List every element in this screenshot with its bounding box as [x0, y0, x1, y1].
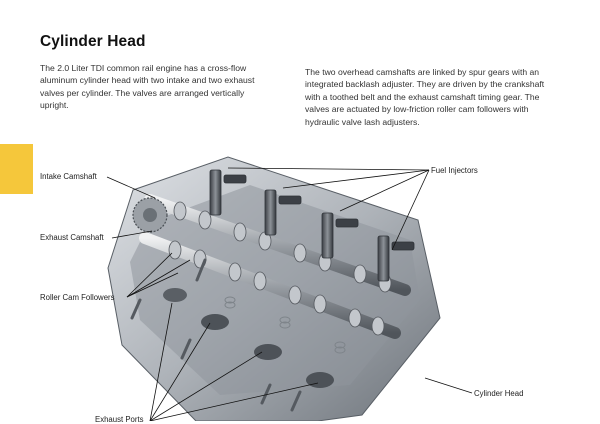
- fuel-injectors-shapes: [209, 169, 415, 282]
- intro-paragraph: The 2.0 Liter TDI common rail engine has…: [40, 63, 255, 111]
- label-fuel-injectors: Fuel Injectors: [431, 166, 478, 175]
- camshaft-paragraph: The two overhead camshafts are linked by…: [305, 67, 545, 127]
- label-intake-camshaft: Intake Camshaft: [40, 172, 97, 181]
- section-tab-marker: [0, 144, 33, 194]
- page-title: Cylinder Head: [40, 33, 146, 50]
- label-exhaust-ports: Exhaust Ports: [95, 415, 144, 424]
- label-roller-cam-followers: Roller Cam Followers: [40, 293, 115, 302]
- label-exhaust-camshaft: Exhaust Camshaft: [40, 233, 104, 242]
- label-cylinder-head: Cylinder Head: [474, 389, 524, 398]
- callout-lines: [106, 167, 473, 421]
